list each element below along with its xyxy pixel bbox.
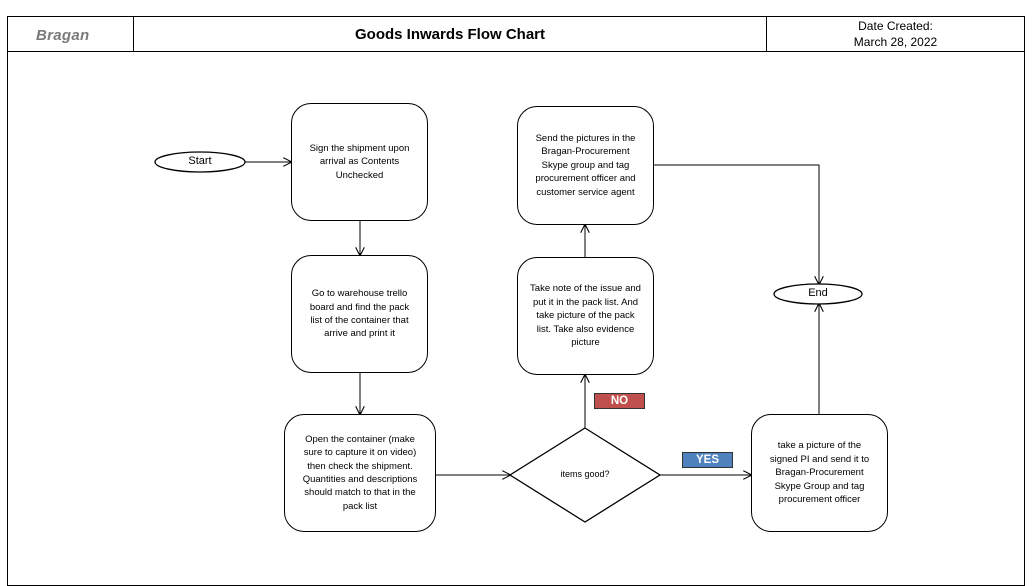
title-cell: Goods Inwards Flow Chart bbox=[134, 17, 767, 51]
end-oval bbox=[773, 283, 863, 305]
step-open-container: Open the container (make sure to capture… bbox=[284, 414, 436, 532]
header-table: Bragan Goods Inwards Flow Chart Date Cre… bbox=[7, 16, 1025, 52]
step-send-pictures: Send the pictures in the Bragan-Procurem… bbox=[517, 106, 654, 225]
start-label: Start bbox=[188, 155, 212, 167]
end-label: End bbox=[808, 287, 828, 299]
yes-badge: YES bbox=[682, 452, 733, 468]
bragan-logo: Bragan bbox=[36, 27, 90, 44]
date-cell: Date Created: March 28, 2022 bbox=[767, 17, 1024, 51]
step-take-note: Take note of the issue and put it in the… bbox=[517, 257, 654, 375]
date-created-label: Date Created: bbox=[858, 19, 933, 33]
logo-cell: Bragan bbox=[8, 17, 134, 51]
flow-connectors bbox=[154, 151, 863, 523]
step-take-picture-pi: take a picture of the signed PI and send… bbox=[751, 414, 888, 532]
decision-diamond bbox=[508, 427, 662, 523]
no-badge: NO bbox=[594, 393, 645, 409]
arrow-send-to-end bbox=[654, 164, 819, 284]
step-warehouse-trello: Go to warehouse trello board and find th… bbox=[291, 255, 428, 373]
start-oval bbox=[154, 151, 246, 173]
decision-label: items good? bbox=[560, 469, 610, 479]
page-title: Goods Inwards Flow Chart bbox=[354, 26, 545, 43]
date-created-value: March 28, 2022 bbox=[853, 35, 938, 49]
step-sign-shipment: Sign the shipment upon arrival as Conten… bbox=[291, 103, 428, 221]
